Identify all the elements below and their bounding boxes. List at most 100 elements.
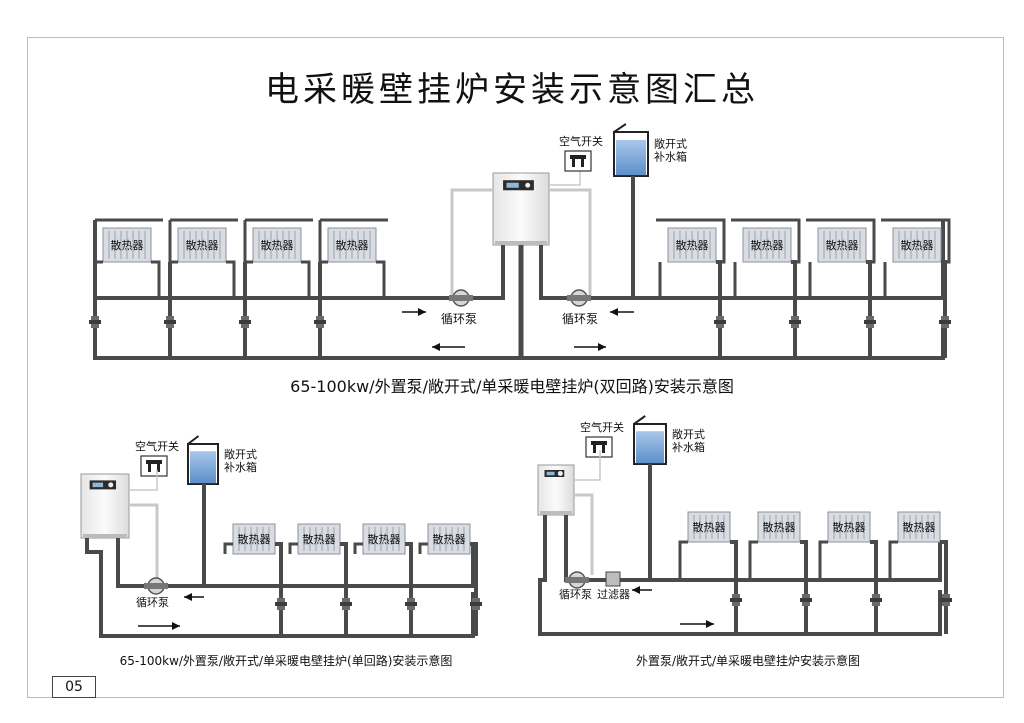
page-number: 05 (52, 676, 96, 698)
tank-lid (613, 123, 627, 133)
tank-label-line1: 敞开式 (224, 447, 257, 461)
radiator-label: 散热器 (433, 532, 466, 546)
tank-label-line2: 补水箱 (224, 460, 257, 474)
valve (800, 594, 812, 606)
radiator-drop (405, 542, 413, 636)
return-pipe (129, 503, 159, 580)
radiator-label: 散热器 (763, 520, 796, 534)
radiator-drop (800, 540, 808, 634)
pump-flange (144, 583, 168, 589)
flow-arrow-head (632, 586, 640, 594)
bottom-right-diagram-caption: 外置泵/敞开式/单采暖电壁挂炉安装示意图 (636, 653, 860, 668)
air-switch-icon (585, 436, 613, 458)
boiler-knob (108, 482, 114, 488)
radiator-label: 散热器 (903, 520, 936, 534)
air-switch-label: 空气开关 (135, 439, 179, 453)
radiator-feed (818, 540, 828, 580)
tank-lid (187, 435, 200, 445)
pump-flange (565, 577, 589, 583)
pump-label: 循环泵 (559, 588, 592, 601)
radiator-feed (888, 540, 898, 580)
valve-handle (239, 320, 251, 324)
tank-label-line1: 敞开式 (672, 427, 705, 441)
expansion-water-tank (613, 123, 649, 177)
radiator: 散热器 (757, 511, 801, 543)
tank-water (190, 451, 216, 484)
radiator-body (687, 511, 731, 543)
radiator-return (151, 260, 161, 298)
radiator: 散热器 (102, 227, 152, 263)
radiator-feed (93, 220, 103, 264)
radiator-feed (288, 542, 298, 554)
valve (405, 598, 417, 610)
boiler-base (83, 534, 127, 538)
valve (864, 316, 876, 328)
valve-handle (789, 320, 801, 324)
return-pipe (574, 493, 594, 575)
valve (239, 316, 251, 328)
return-pipe (450, 188, 493, 296)
tank-water (616, 139, 646, 176)
boiler-knob (557, 471, 563, 476)
flow-arrow-head (184, 593, 192, 601)
radiator-return (226, 260, 236, 298)
radiator: 散热器 (827, 511, 871, 543)
radiator-label: 散热器 (186, 238, 219, 252)
page-title: 电采暖壁挂炉安装示意图汇总 (265, 70, 759, 110)
radiator: 散热器 (252, 227, 302, 263)
air-switch-label: 空气开关 (559, 134, 603, 148)
radiator: 散热器 (742, 227, 792, 263)
boiler-display (546, 471, 555, 476)
radiator: 散热器 (817, 227, 867, 263)
valve-handle (870, 598, 882, 602)
circulation-pump (567, 289, 591, 307)
valve (340, 598, 352, 610)
tank-label-line2: 补水箱 (654, 149, 687, 163)
valve-handle (470, 602, 482, 606)
radiator-body (297, 523, 341, 555)
radiator-feed (168, 220, 178, 264)
bottom-left-diagram-caption: 65-100kw/外置泵/敞开式/单采暖电壁挂炉(单回路)安装示意图 (120, 653, 453, 668)
boiler-display (92, 482, 104, 488)
flow-arrow-head (432, 343, 440, 351)
radiator-label: 散热器 (303, 532, 336, 546)
valve (789, 316, 801, 328)
valve-handle (164, 320, 176, 324)
radiator-drop (340, 542, 348, 636)
flow-arrow-head (598, 343, 606, 351)
radiator-body (427, 523, 471, 555)
radiator-feed (418, 542, 428, 554)
pump-flange (449, 295, 473, 301)
power-cable (549, 170, 581, 186)
radiator-drop (275, 542, 283, 636)
valve-handle (940, 598, 952, 602)
return-header (538, 515, 942, 636)
air-switch-pole (157, 464, 160, 472)
circulation-pump (565, 571, 589, 589)
air-switch-pole (593, 445, 596, 453)
radiator-body (757, 511, 801, 543)
valve-handle (405, 602, 417, 606)
valve (275, 598, 287, 610)
valve-handle (340, 602, 352, 606)
radiator-label: 散热器 (901, 238, 934, 252)
radiator-feed (243, 220, 253, 264)
radiator-drop (870, 540, 878, 634)
air-switch-pole (581, 159, 584, 167)
valve (314, 316, 326, 328)
tank-label-line2: 补水箱 (672, 440, 705, 454)
radiator: 散热器 (892, 227, 942, 263)
radiator-feed (748, 540, 758, 580)
radiator-feed (318, 220, 328, 264)
radiator: 散热器 (687, 511, 731, 543)
tank-water (636, 431, 664, 464)
valve-handle (714, 320, 726, 324)
power-cable (574, 450, 601, 481)
valve-handle (314, 320, 326, 324)
boiler-base (540, 511, 572, 515)
radiator: 散热器 (177, 227, 227, 263)
radiator-feed (353, 542, 363, 554)
pump-label: 循环泵 (441, 312, 477, 326)
valve-handle (730, 598, 742, 602)
flow-arrow-head (610, 308, 618, 316)
